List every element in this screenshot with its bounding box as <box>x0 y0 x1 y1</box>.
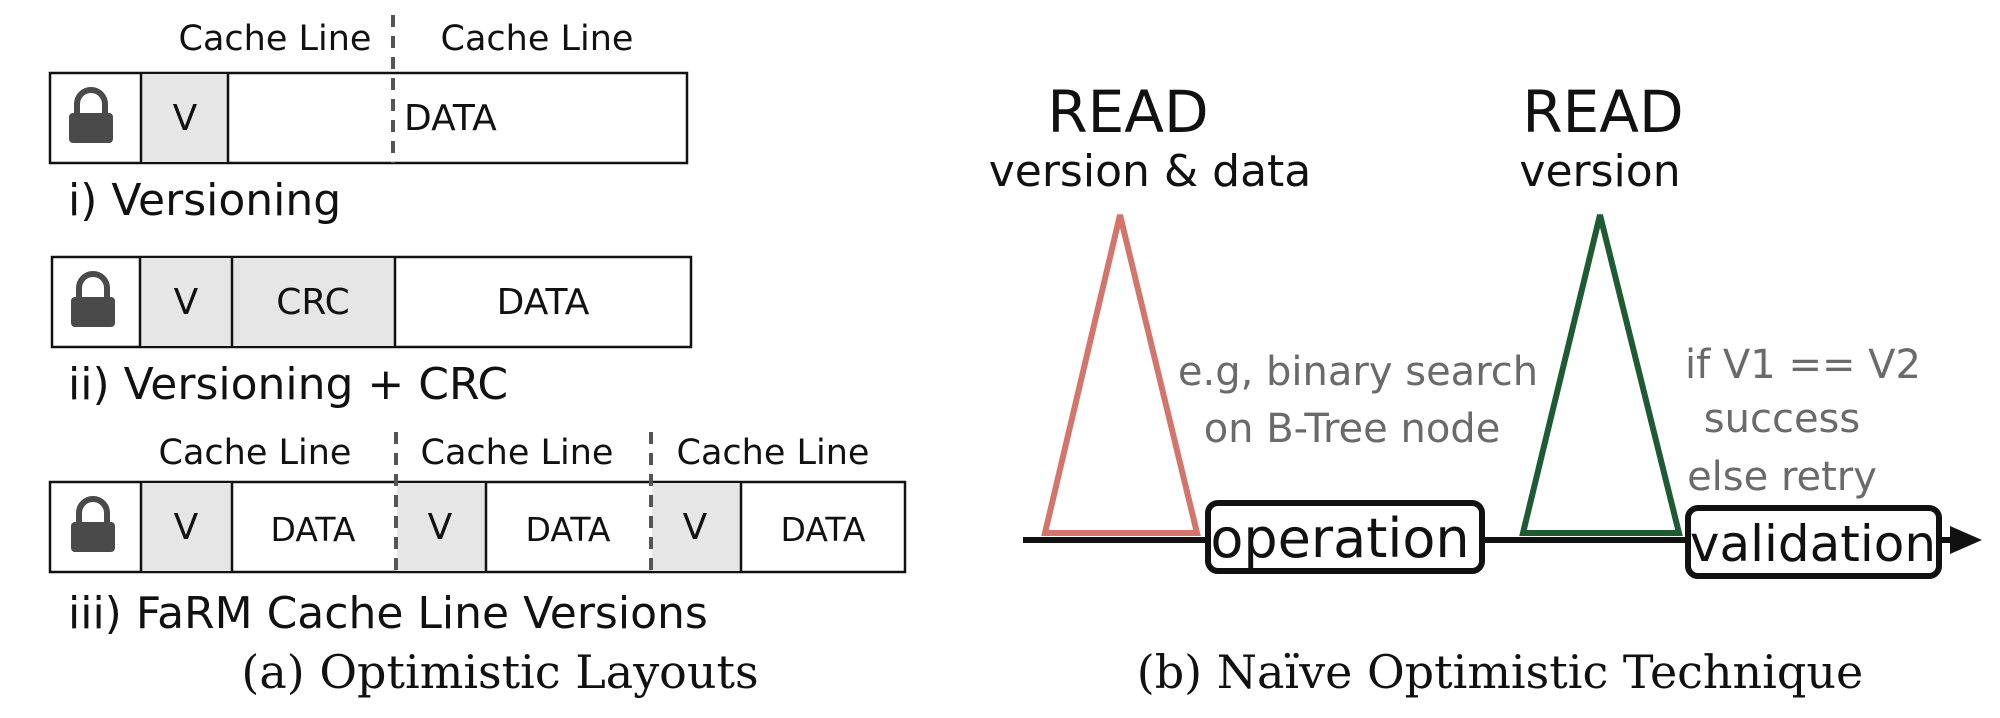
layout-farm: Cache Line Cache Line Cache Line V DATA … <box>48 432 907 639</box>
cache-line-label: Cache Line <box>179 19 372 59</box>
data-field-label: DATA <box>497 282 590 323</box>
version-field-label: V <box>428 507 453 548</box>
panel-b: READ version & data e.g, binary search o… <box>989 78 1982 699</box>
read2-spike <box>1519 214 1683 536</box>
layout-farm-title: iii) FaRM Cache Line Versions <box>68 588 708 639</box>
version-field-label: V <box>174 282 199 323</box>
operation-box <box>1205 500 1485 574</box>
read1-title: READ <box>1047 78 1208 146</box>
read1-spike <box>1041 214 1201 536</box>
operation-note-line1: e.g, binary search <box>1178 349 1538 395</box>
layout-versioning: Cache Line Cache Line V DATA i) Versioni… <box>48 15 689 226</box>
cache-line-label: Cache Line <box>677 433 870 473</box>
validation-box <box>1685 505 1942 579</box>
cache-line-label: Cache Line <box>421 433 614 473</box>
cache-line-label: Cache Line <box>159 433 352 473</box>
panel-a: Cache Line Cache Line V DATA i) Versioni… <box>48 15 907 699</box>
cache-line-label: Cache Line <box>441 19 634 59</box>
data-field-label: DATA <box>270 510 355 549</box>
layout-versioning-title: i) Versioning <box>68 175 341 226</box>
read2-title: READ <box>1522 78 1683 146</box>
panel-a-caption: (a) Optimistic Layouts <box>241 645 758 699</box>
version-field-label: V <box>173 98 198 139</box>
data-field-label: DATA <box>780 510 865 549</box>
validation-label: validation <box>1690 515 1936 573</box>
panel-b-caption: (b) Naïve Optimistic Technique <box>1137 645 1863 699</box>
layout-crc: V CRC DATA ii) Versioning + CRC <box>50 255 693 410</box>
version-field <box>142 74 228 162</box>
layout-crc-title: ii) Versioning + CRC <box>68 359 508 410</box>
read2-subtitle: version <box>1519 146 1680 197</box>
timeline-arrowhead <box>1950 526 1982 554</box>
operation-label: operation <box>1210 507 1469 570</box>
crc-field-label: CRC <box>276 282 350 323</box>
validation-note-line2: success <box>1704 396 1860 442</box>
read1-subtitle: version & data <box>989 146 1312 197</box>
data-field-label: DATA <box>404 98 497 139</box>
version-field-label: V <box>174 507 199 548</box>
version-crc-fields <box>141 258 394 346</box>
validation-note-line1: if V1 == V2 <box>1685 342 1921 388</box>
validation-note-line3: else retry <box>1687 454 1877 500</box>
data-field-label: DATA <box>525 510 610 549</box>
version-field-label: V <box>683 507 708 548</box>
operation-note-line2: on B-Tree node <box>1204 406 1501 452</box>
